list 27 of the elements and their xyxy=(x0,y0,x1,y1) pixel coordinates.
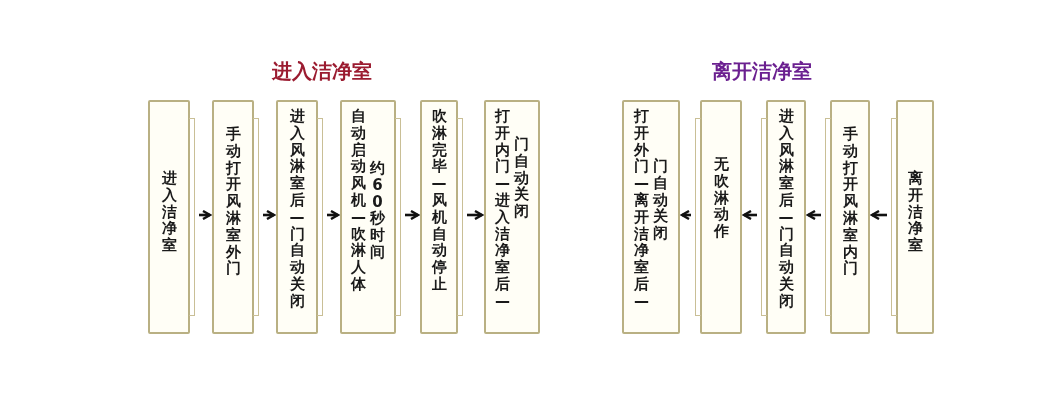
section-heading: 进入洁净室 xyxy=(272,58,372,85)
step-text: 吹淋完毕—风机自动停止 xyxy=(431,108,447,295)
arrow xyxy=(327,209,340,221)
arrow xyxy=(680,209,691,221)
arrow xyxy=(806,209,821,221)
arrow xyxy=(742,209,757,221)
step-text: 进入风淋室后—门自动关闭 xyxy=(778,108,794,312)
step-text: 手动打开风淋室外门 xyxy=(225,126,241,280)
step-box xyxy=(622,100,680,334)
arrow xyxy=(870,209,887,221)
step-text: 门自动关闭 xyxy=(653,158,668,245)
step-text: 手动打开风淋室内门 xyxy=(842,126,858,280)
step-text: 进入风淋室后—门自动关闭 xyxy=(289,108,305,312)
step-text: 无吹淋动作 xyxy=(713,156,729,243)
arrow xyxy=(263,209,276,221)
step-box xyxy=(484,100,540,334)
step-text: 约60秒时间 xyxy=(370,160,385,263)
arrow xyxy=(467,209,484,221)
step-text: 打开外门—离开洁净室后— xyxy=(634,108,649,312)
arrow xyxy=(199,209,212,221)
step-text: 自动启动风机—吹淋人体 xyxy=(351,108,366,295)
step-text: 门自动关闭 xyxy=(514,136,529,223)
step-text: 打开内门—进入洁净室后— xyxy=(495,108,510,312)
section-heading: 离开洁净室 xyxy=(712,58,812,85)
step-text: 进入洁净室 xyxy=(161,170,177,257)
arrow xyxy=(405,209,420,221)
step-text: 离开洁净室 xyxy=(907,170,923,257)
